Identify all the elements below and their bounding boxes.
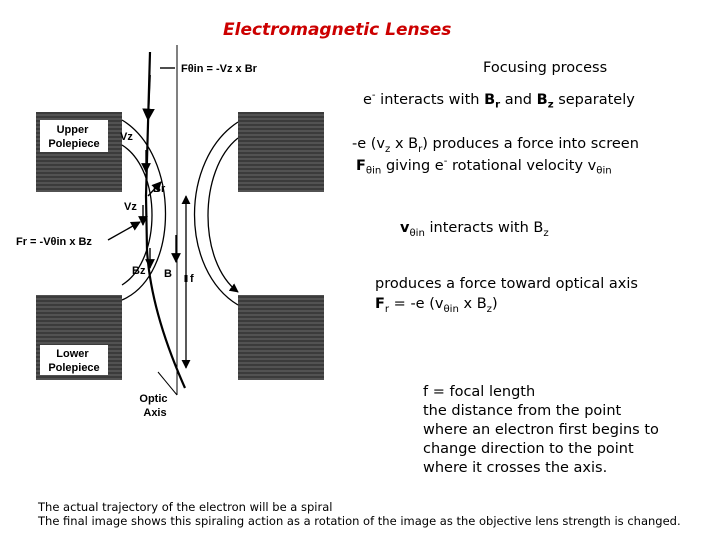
lower-polepiece-label: Lower Polepiece (48, 348, 99, 374)
focal-length-note: f = focal length the distance from the p… (423, 384, 659, 476)
f-theta-in-label: Fθin = -Vz x Br (181, 63, 258, 75)
field-lines (121, 119, 239, 306)
vz-mid-label: Vz (124, 201, 137, 213)
optic-axis-label: Optic Axis (139, 393, 170, 419)
br-label: Br (153, 183, 166, 195)
vz-top-label: Vz (120, 131, 133, 143)
toward-axis-line1: produces a force toward optical axis (375, 276, 638, 292)
interacts-note: e- interacts with Br and Bz separately (363, 90, 635, 111)
electron-trajectory (144, 51, 187, 389)
fr-arrow (107, 221, 141, 241)
toward-axis-line2: Fr = -e (vθin x Bz) (375, 296, 498, 315)
focusing-process-heading: Focusing process (483, 60, 608, 76)
v-interacts-note: vθin interacts with Bz (400, 220, 549, 239)
lower-polepiece-right (238, 295, 324, 380)
force-note-line2: Fθin giving e- rotational velocity vθin (356, 156, 612, 177)
f-label: f (190, 273, 194, 285)
footer-line-1: The actual trajectory of the electron wi… (38, 500, 333, 514)
page-title: Electromagnetic Lenses (223, 20, 452, 40)
b-label: B (164, 268, 172, 280)
force-note-line1: -e (vz x Br) produces a force into scree… (352, 136, 639, 155)
fr-label: Fr = -Vθin x Bz (16, 236, 92, 248)
upper-polepiece-label: Upper Polepiece (48, 124, 99, 150)
br-arrow (147, 181, 162, 197)
upper-polepiece-right (238, 112, 324, 192)
bz-label: Bz (132, 265, 146, 277)
footer-line-2: The final image shows this spiraling act… (38, 514, 681, 528)
